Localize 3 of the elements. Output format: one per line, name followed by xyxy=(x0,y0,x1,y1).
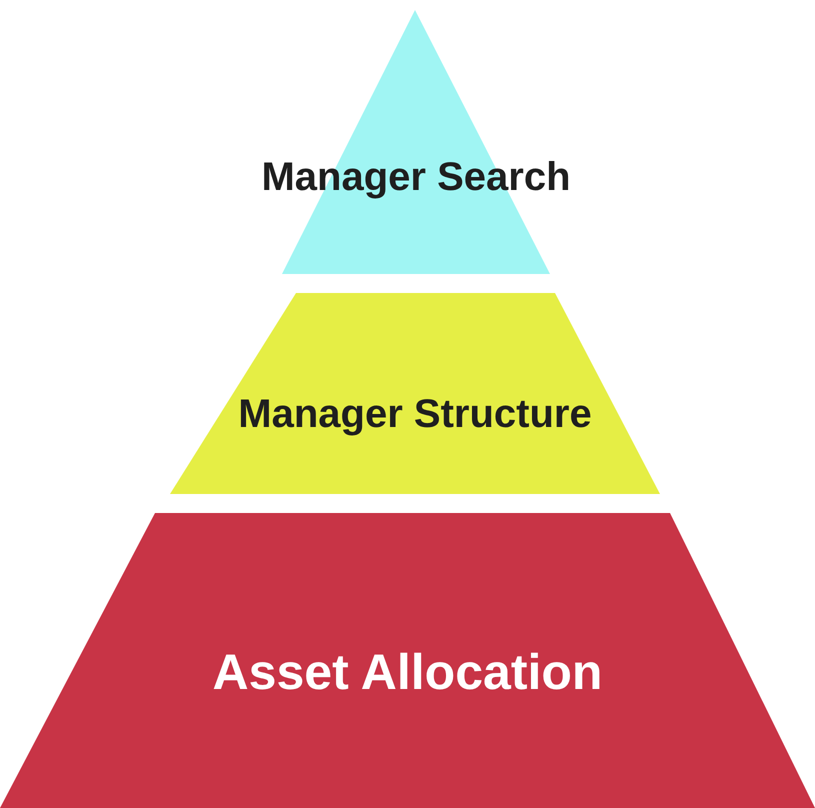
tier-label: Manager Structure xyxy=(237,392,593,437)
tier-label: Asset Allocation xyxy=(212,643,604,701)
tier-label: Manager Search xyxy=(260,155,572,200)
